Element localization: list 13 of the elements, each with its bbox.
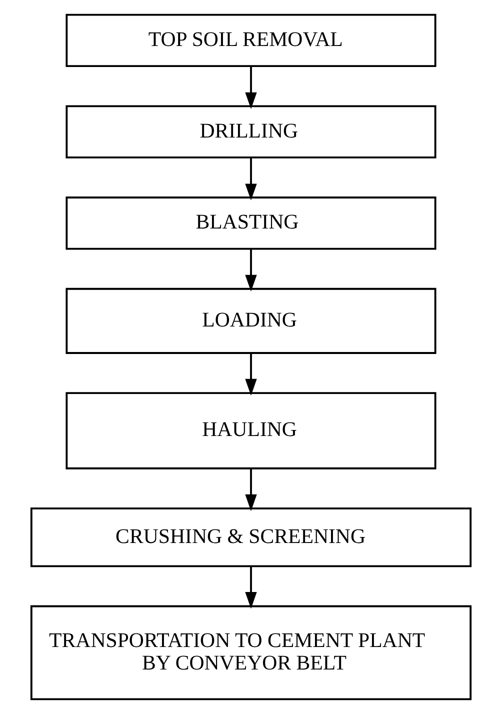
arrow	[244, 566, 256, 609]
arrow	[244, 353, 256, 396]
node-box: CRUSHING & SCREENING	[30, 508, 472, 568]
arrow	[244, 66, 256, 110]
node-box: BLASTING	[65, 196, 436, 250]
node-box: HAULING	[65, 392, 436, 470]
arrow	[244, 249, 256, 292]
arrow	[244, 158, 256, 200]
node-box: TRANSPORTATION TO CEMENT PLANT BY CONVEYOR BELT	[30, 605, 472, 700]
arrow	[244, 468, 256, 512]
node-box: DRILLING	[65, 105, 436, 158]
node-box: TOP SOIL REMOVAL	[65, 14, 436, 68]
node-box: LOADING	[65, 288, 436, 354]
